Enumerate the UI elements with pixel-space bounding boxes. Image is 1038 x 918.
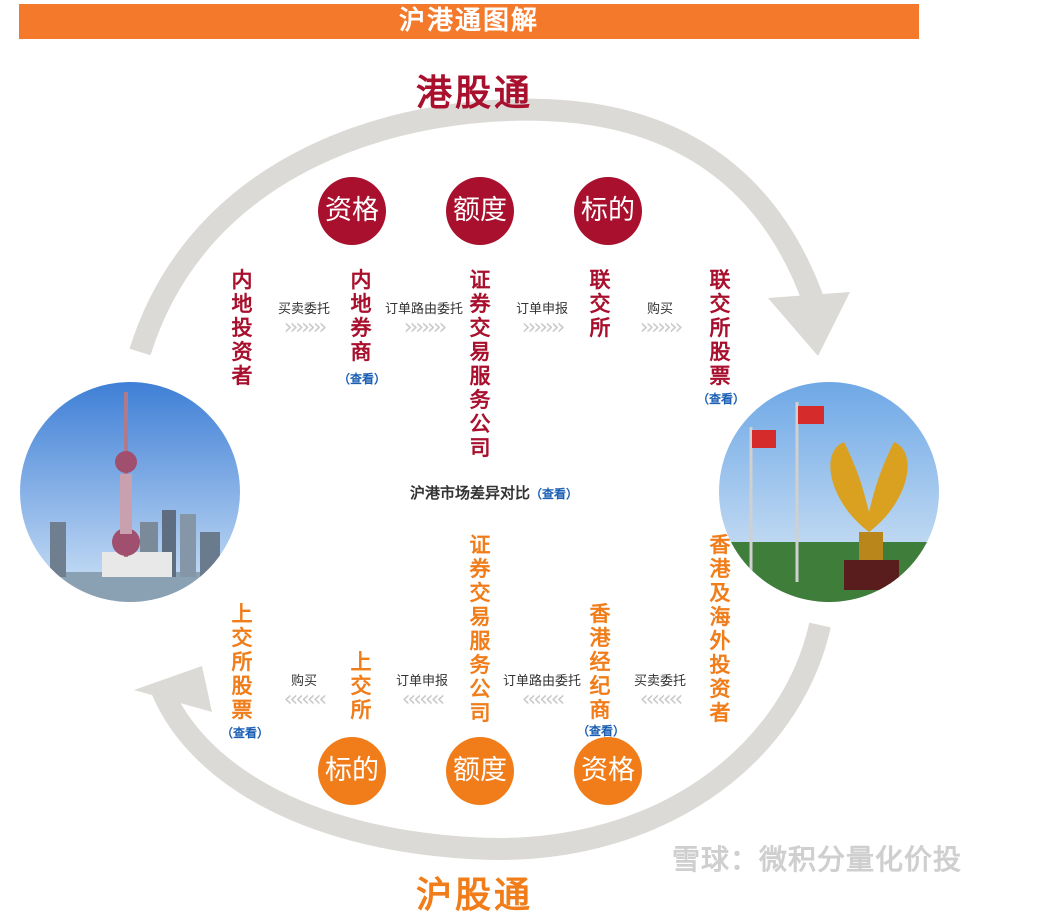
north-flow-2: 订单路由委托 ›››››››	[378, 298, 470, 339]
south-node-trading-service-co: 证券交易服务公司	[469, 533, 491, 725]
south-flow-1: 购买 ‹‹‹‹‹‹‹	[262, 670, 346, 711]
south-node-hk-overseas-investor: 香港及海外投资者	[709, 533, 731, 725]
south-flow-3: 订单路由委托 ‹‹‹‹‹‹‹	[496, 670, 588, 711]
hongkong-bauhinia-illustration	[719, 382, 939, 602]
south-flow-1-arrow: ‹‹‹‹‹‹‹	[283, 687, 328, 712]
south-flow-3-label: 订单路由委托	[502, 674, 581, 689]
xueqiu-watermark: 雪球：微积分量化价投	[672, 843, 963, 876]
south-node-hk-broker: 香港经纪商	[589, 602, 611, 722]
south-circle-quota: 额度	[446, 737, 514, 805]
south-flow-1-label: 购买	[290, 674, 317, 689]
shanghai-skyline-illustration	[20, 382, 240, 602]
south-flow-3-arrow: ‹‹‹‹‹‹‹	[521, 687, 566, 712]
south-flow-4-label: 买卖委托	[633, 674, 686, 689]
cycle-arrows	[129, 98, 850, 860]
banner-title: 沪港通图解	[19, 4, 919, 39]
south-title: 沪股通	[416, 874, 534, 916]
hongkong-bauhinia-photo	[719, 382, 939, 602]
north-flow-4-label: 购买	[646, 302, 673, 317]
south-flow-2: 订单申报 ‹‹‹‹‹‹‹	[380, 670, 464, 711]
north-flow-2-label: 订单路由委托	[384, 302, 463, 317]
north-title: 港股通	[416, 72, 534, 114]
north-circle-target: 标的	[574, 177, 642, 245]
north-flow-1: 买卖委托 ›››››››	[262, 298, 346, 339]
top-arc-arrow	[129, 98, 826, 356]
shanghai-skyline-photo	[20, 382, 240, 602]
south-flow-2-label: 订单申报	[395, 674, 448, 689]
north-node-sehk: 联交所	[589, 268, 611, 340]
south-node-sse-stocks: 上交所股票	[231, 602, 253, 722]
north-node-mainland-investor: 内地投资者	[231, 268, 253, 388]
north-flow-1-arrow: ›››››››	[283, 315, 328, 340]
north-flow-2-arrow: ›››››››	[403, 315, 448, 340]
north-node-trading-service-co: 证券交易服务公司	[469, 268, 491, 460]
north-flow-4-arrow: ›››››››	[639, 315, 684, 340]
north-flow-3-label: 订单申报	[515, 302, 568, 317]
north-sehk-stocks-view-link[interactable]: （查看）	[697, 392, 746, 406]
south-broker-view-link[interactable]: （查看）	[577, 724, 626, 738]
south-circle-qualification: 资格	[574, 737, 642, 805]
market-compare: 沪港市场差异对比（查看）	[410, 482, 578, 503]
north-flow-1-label: 买卖委托	[277, 302, 330, 317]
market-compare-label: 沪港市场差异对比	[410, 484, 531, 502]
north-node-sehk-stocks: 联交所股票	[709, 268, 731, 388]
north-flow-3-arrow: ›››››››	[521, 315, 566, 340]
north-node-mainland-broker: 内地券商	[350, 268, 372, 364]
north-broker-view-link[interactable]: （查看）	[338, 372, 387, 386]
south-sse-stocks-view-link[interactable]: （查看）	[221, 726, 270, 740]
bottom-arrowhead	[134, 666, 212, 712]
south-node-sse: 上交所	[350, 650, 372, 722]
top-arrowhead	[768, 292, 850, 356]
bottom-arc-arrow	[151, 622, 831, 860]
south-circle-target: 标的	[318, 737, 386, 805]
north-flow-3: 订单申报 ›››››››	[500, 298, 584, 339]
north-circle-quota: 额度	[446, 177, 514, 245]
south-flow-4-arrow: ‹‹‹‹‹‹‹	[639, 687, 684, 712]
north-circle-qualification: 资格	[318, 177, 386, 245]
south-flow-4: 买卖委托 ‹‹‹‹‹‹‹	[618, 670, 702, 711]
north-flow-4: 购买 ›››››››	[618, 298, 702, 339]
south-flow-2-arrow: ‹‹‹‹‹‹‹	[401, 687, 446, 712]
market-compare-view-link[interactable]: （查看）	[530, 487, 579, 501]
